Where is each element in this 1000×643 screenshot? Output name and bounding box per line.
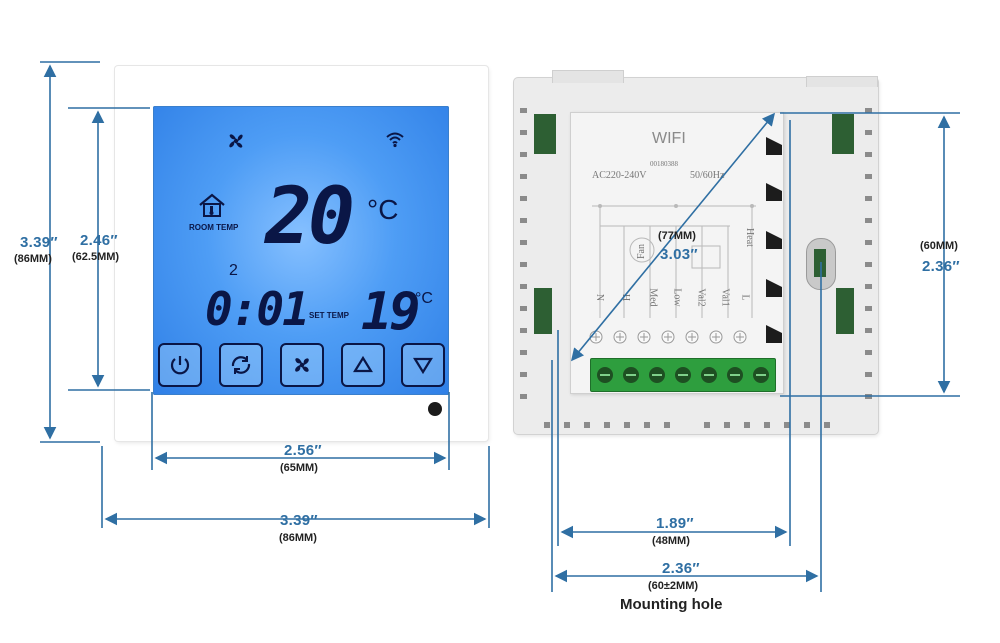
outer-height-mm: (86MM) [14,253,52,265]
room-temperature: 20 [265,172,355,262]
back-frame-tab-left [552,70,624,83]
set-temp-label: SET TEMP [309,311,350,320]
ir-sensor-dot [428,402,442,416]
wifi-icon [385,130,405,153]
room-temp-unit: °C [367,194,399,225]
diagonal-mm: (77MM) [658,230,696,242]
mounting-hole-value: 2.36″ [662,560,700,577]
inner-width-mm: (48MM) [652,535,690,547]
mounting-screw-pcb [814,249,826,277]
temp-up-button[interactable] [341,343,385,387]
mode-button[interactable] [219,343,263,387]
set-temp-unit: °C [415,290,433,307]
set-temperature: 19 [361,282,421,342]
back-height-value: 2.36″ [922,258,960,275]
fan-icon [223,128,249,159]
lcd-screen: ROOM TEMP 20 °C 2 0:01 SET TEMP 19 °C [153,106,449,395]
clock-display: 0:01 [205,282,310,336]
room-temp-label: ROOM TEMP [189,223,239,232]
temp-down-button[interactable] [401,343,445,387]
fan-speed-button[interactable] [280,343,324,387]
screen-height-value: 2.46″ [80,232,118,249]
screen-height-mm: (62.5MM) [72,251,120,263]
back-height-mm: (60MM) [920,240,958,252]
outer-width-value: 3.39″ [280,512,318,529]
inner-width-value: 1.89″ [656,515,694,532]
power-button[interactable] [158,343,202,387]
back-frame-tab-right [806,76,878,87]
program-number: 2 [229,262,238,279]
back-vent-slots [520,108,872,428]
screen-width-value: 2.56″ [284,442,322,459]
outer-width-mm: (86MM) [279,532,317,544]
mounting-hole-caption: Mounting hole [620,596,723,613]
outer-height-value: 3.39″ [20,234,58,251]
room-house-icon [197,192,227,223]
terminal-block [590,358,776,392]
screen-width-mm: (65MM) [280,462,318,474]
diagonal-value: 3.03″ [660,246,698,263]
mounting-hole-mm: (60±2MM) [648,580,699,592]
